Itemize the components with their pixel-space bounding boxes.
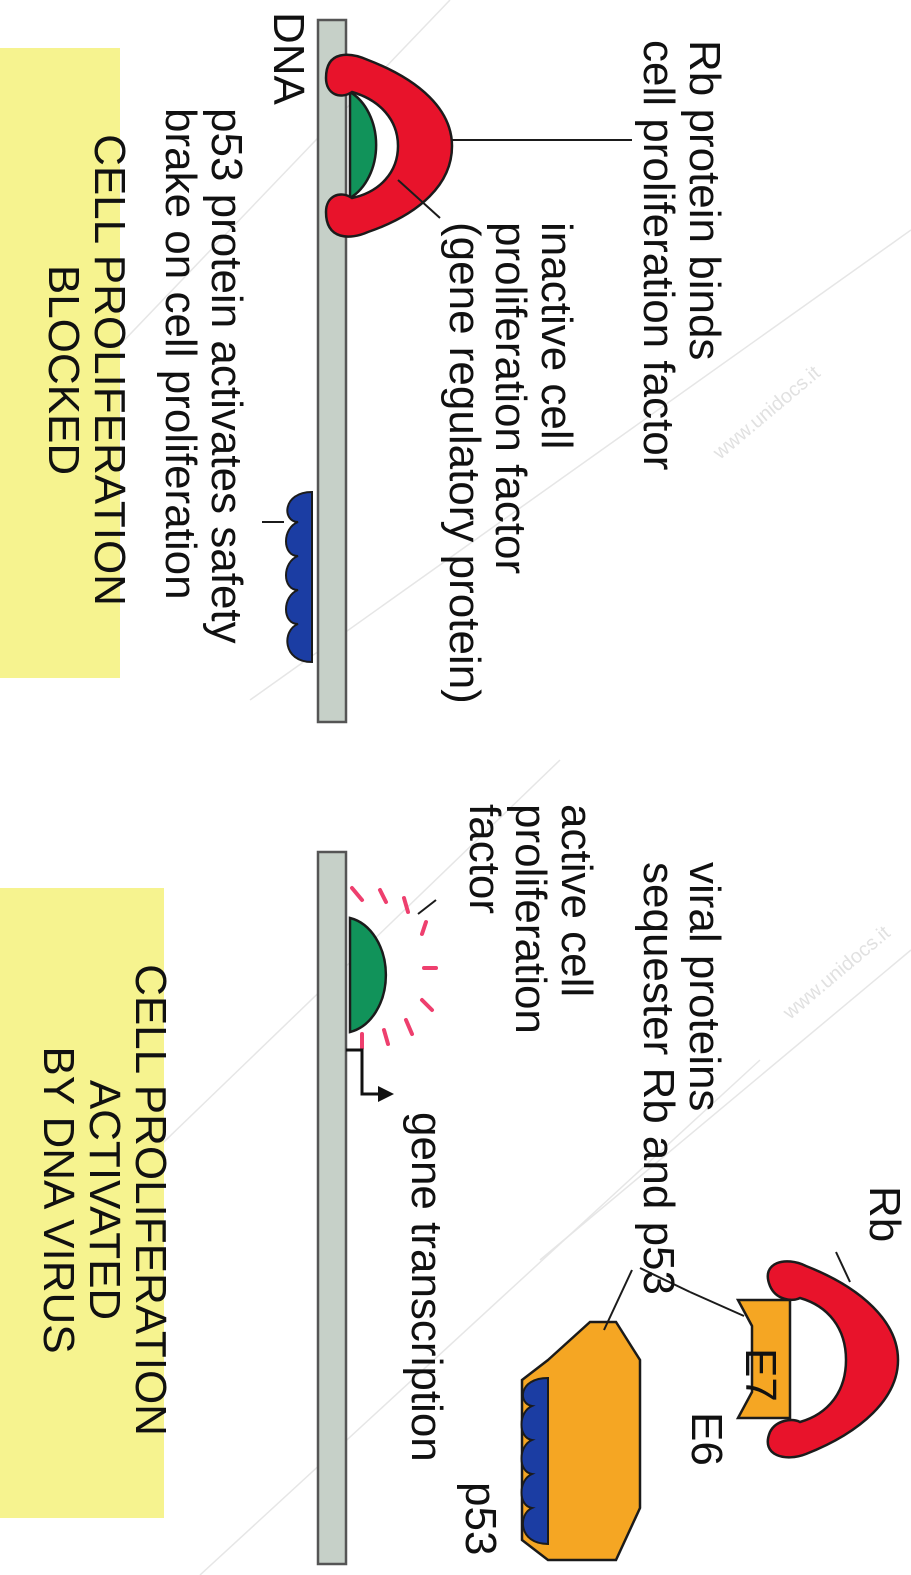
viral-proteins-label: viral proteins sequester Rb and p53 [634, 862, 729, 1295]
activated-caption-line-2: ACTIVATED [80, 1080, 129, 1320]
e7-label: E7 [736, 1348, 785, 1402]
svg-text:sequester Rb and p53: sequester Rb and p53 [634, 862, 683, 1295]
svg-text:p53 protein activates safety: p53 protein activates safety [202, 108, 251, 644]
p53-label: p53 [456, 1482, 505, 1555]
blocked-leader-lines [262, 139, 632, 523]
rb-label: Rb [860, 1186, 909, 1242]
inactive-proliferation-factor-shape [348, 89, 378, 201]
activated-caption-box [0, 888, 164, 1518]
e6-label: E6 [682, 1412, 731, 1466]
dna-strand-blocked [316, 18, 348, 724]
blocked-caption-line-1: CELL PROLIFERATION [85, 134, 134, 606]
svg-text:brake on cell proliferation: brake on cell proliferation [156, 108, 205, 600]
dna-strand-activated [316, 850, 348, 1566]
active-proliferation-factor-shape [348, 916, 388, 1034]
svg-text:(gene regulatory protein): (gene regulatory protein) [440, 222, 489, 704]
activated-caption: CELL PROLIFERATION ACTIVATED BY DNA VIRU… [34, 964, 175, 1436]
dna-label: DNA [264, 12, 313, 106]
svg-text:viral proteins: viral proteins [680, 862, 729, 1111]
svg-text:www.unidocs.it: www.unidocs.it [708, 362, 825, 465]
svg-text:www.unidocs.it: www.unidocs.it [778, 922, 895, 1025]
blocked-caption-box [0, 48, 120, 678]
svg-text:active cell: active cell [552, 804, 601, 997]
svg-text:factor: factor [460, 804, 509, 914]
transcription-arrow-head [378, 1086, 394, 1102]
rb-binds-label: Rb protein binds cell proliferation fact… [634, 40, 729, 470]
svg-text:proliferation factor: proliferation factor [486, 222, 535, 574]
blocked-caption-line-2: BLOCKED [39, 265, 88, 475]
active-factor-label: active cell proliferation factor [460, 804, 601, 1034]
p53-brake-label: p53 protein activates safety brake on ce… [156, 108, 251, 644]
activated-caption-line-3: BY DNA VIRUS [34, 1046, 83, 1353]
p53-protein-shape [285, 490, 313, 664]
inactive-factor-label: inactive cell proliferation factor (gene… [440, 222, 581, 704]
rb-protein-shape [324, 53, 454, 238]
transcription-arrow [346, 1048, 378, 1096]
p53-sequestered-shape [520, 1376, 549, 1546]
activity-glow [350, 886, 438, 1050]
rb-sequestered-shape [766, 1260, 900, 1459]
activated-leader-lines [417, 899, 851, 1331]
svg-text:proliferation: proliferation [506, 804, 555, 1034]
svg-text:cell proliferation factor: cell proliferation factor [634, 40, 683, 470]
svg-text:Rb protein binds: Rb protein binds [680, 40, 729, 360]
svg-text:inactive cell: inactive cell [532, 222, 581, 449]
blocked-caption: CELL PROLIFERATION BLOCKED [39, 134, 134, 606]
activated-caption-line-1: CELL PROLIFERATION [126, 964, 175, 1436]
gene-transcription-label: gene transcription [402, 1112, 451, 1462]
